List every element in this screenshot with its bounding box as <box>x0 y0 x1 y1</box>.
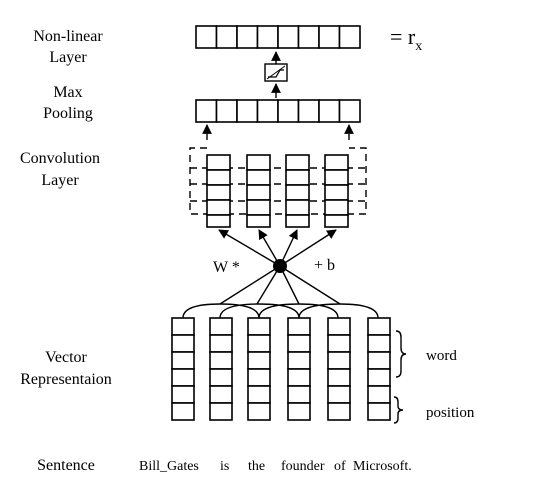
output-rx-sub: x <box>415 39 422 54</box>
sentence-token-5: of <box>334 459 346 474</box>
label-nonlinear-1: Non-linear <box>33 28 103 45</box>
sentence-token-1: Bill_Gates <box>139 459 199 474</box>
nonlinear-layer-cells <box>195 25 361 49</box>
label-conv-2: Layer <box>41 172 79 189</box>
label-nonlinear-2: Layer <box>49 49 87 66</box>
label-maxpool-1: Max <box>53 84 82 101</box>
word-vector-columns <box>171 317 391 421</box>
label-maxpool-2: Pooling <box>43 105 93 122</box>
input-connections <box>219 265 341 305</box>
brace-word <box>395 330 407 378</box>
operator-bias: + b <box>314 257 335 274</box>
brace-label-word: word <box>426 348 457 364</box>
sentence-token-6: Microsoft. <box>353 459 412 474</box>
brace-label-position: position <box>426 405 475 421</box>
label-vector-2: Representaion <box>20 371 112 388</box>
output-rx: = rx <box>390 24 422 54</box>
operator-weight: W * <box>213 259 240 276</box>
brace-position <box>393 396 404 424</box>
output-rx-main: = r <box>390 24 416 49</box>
pooling-arrows <box>202 124 354 140</box>
sentence-token-4: founder <box>281 459 325 474</box>
sentence-token-2: is <box>220 459 229 474</box>
activation-function-box <box>264 51 288 98</box>
label-conv-1: Convolution <box>20 150 100 167</box>
label-vector-1: Vector <box>45 349 87 366</box>
sentence-token-3: the <box>248 459 265 474</box>
label-sentence: Sentence <box>37 457 95 474</box>
convolution-columns <box>206 154 349 228</box>
window-arcs <box>182 303 379 319</box>
maxpool-layer-cells <box>195 99 361 123</box>
